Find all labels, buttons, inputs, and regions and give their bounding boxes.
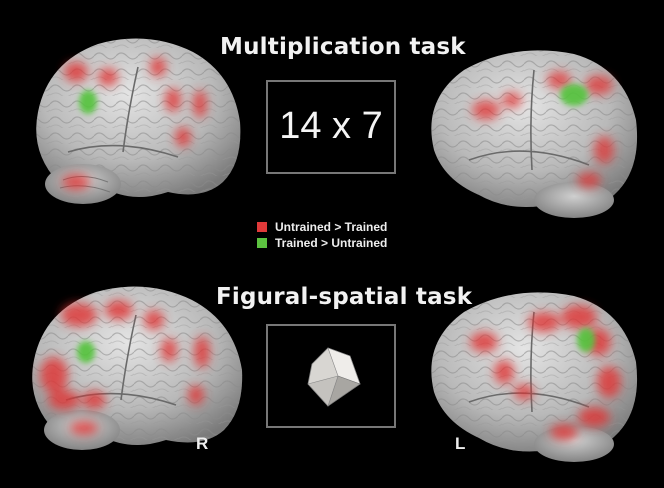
legend-item-trained: Trained > Untrained	[257, 235, 387, 251]
hemisphere-label-left: L	[455, 434, 466, 453]
brain-left-multiplication	[431, 50, 638, 218]
legend-label-trained: Trained > Untrained	[275, 236, 388, 250]
legend-item-untrained: Untrained > Trained	[257, 219, 387, 235]
legend: Untrained > Trained Trained > Untrained	[257, 219, 387, 251]
cube-shape-icon	[307, 347, 361, 407]
multiplication-stimulus-box: 14 x 7	[266, 80, 396, 174]
figural-spatial-task-title: Figural-spatial task	[216, 284, 473, 310]
legend-swatch-red	[257, 222, 267, 232]
legend-label-untrained: Untrained > Trained	[275, 220, 388, 234]
multiplication-task-title: Multiplication task	[220, 34, 466, 60]
hemisphere-label-right: R	[196, 434, 209, 453]
brain-right-figural	[32, 286, 243, 450]
brain-left-figural	[431, 292, 638, 462]
brain-right-multiplication	[36, 38, 241, 204]
multiplication-stimulus-text: 14 x 7	[279, 105, 383, 147]
legend-swatch-green	[257, 238, 267, 248]
figural-stimulus-box	[266, 324, 396, 428]
